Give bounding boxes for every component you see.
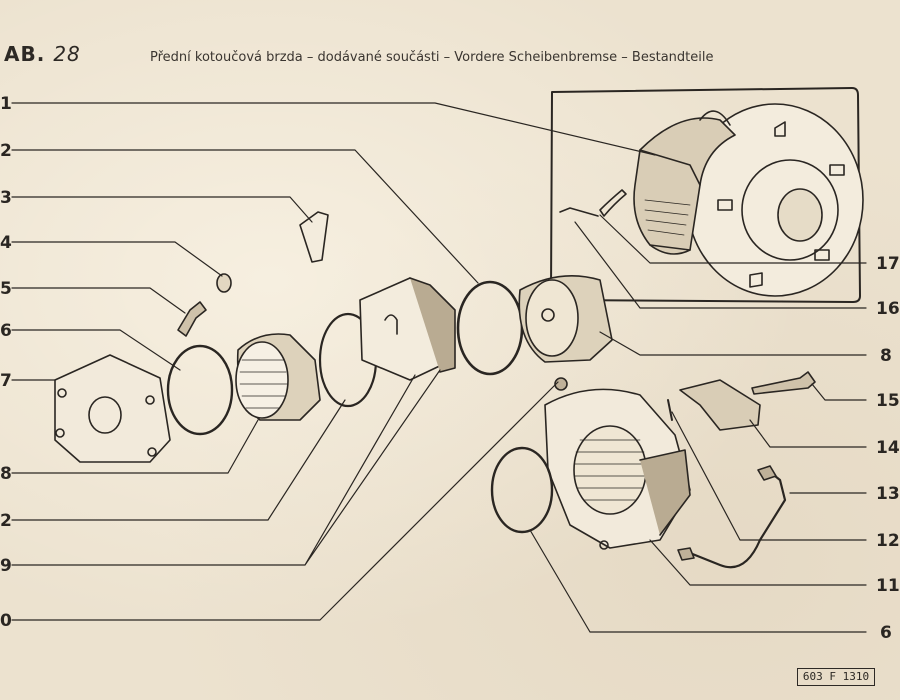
- callouts-right: 17 16 8 15 14 13 12 11 6: [876, 254, 900, 643]
- callout-1: 1: [0, 94, 12, 114]
- reference-code-box: 603 F 1310: [797, 668, 875, 686]
- hub-studs: [717, 121, 845, 288]
- part-clip: [299, 211, 329, 263]
- part-bleeder-screw: [177, 301, 207, 337]
- part-spring: [679, 379, 761, 431]
- assembly-inset: [550, 87, 864, 303]
- callout-5: 5: [0, 279, 12, 299]
- part-pin: [751, 371, 816, 395]
- page-caption: Přední kotoučová brzda – dodávané součás…: [150, 50, 714, 65]
- callout-17: 17: [876, 254, 900, 274]
- part-o-ring-right: [490, 446, 554, 534]
- callout-11: 11: [876, 576, 900, 596]
- part-retaining-pin: [667, 399, 673, 421]
- callout-8: 8: [0, 464, 12, 484]
- part-o-ring-left: [166, 344, 234, 436]
- part-bushing: [216, 273, 232, 293]
- callout-6-right: 6: [880, 623, 892, 643]
- callout-6: 6: [0, 321, 12, 341]
- callout-9: 9: [0, 556, 12, 576]
- caliper-hatching: [644, 199, 691, 236]
- part-pipe-fitting-top: [757, 465, 777, 481]
- plate-label-text: AB.: [4, 42, 46, 66]
- callout-7: 7: [0, 371, 12, 391]
- callout-2: 2: [0, 141, 12, 161]
- part-caliper-housing: [54, 354, 171, 463]
- callout-2b: 2: [0, 511, 12, 531]
- callout-13: 13: [876, 484, 900, 504]
- callout-0: 0: [0, 611, 12, 631]
- callout-15: 15: [876, 391, 900, 411]
- callouts-left: 1 2 3 4 5 6 7 8 2 9 0: [0, 94, 12, 631]
- part-brake-pipe: [688, 470, 787, 569]
- callout-14: 14: [876, 438, 900, 458]
- part-piston-right: [518, 275, 613, 363]
- part-pipe-fitting-bottom: [677, 547, 695, 561]
- callout-8-right: 8: [880, 346, 892, 366]
- leader-lines: [11, 102, 867, 633]
- part-seal-ring-right: [456, 280, 524, 376]
- plate-label: AB. 28: [4, 42, 81, 66]
- callout-4: 4: [0, 233, 12, 253]
- plate-number: 28: [53, 42, 81, 66]
- callout-3: 3: [0, 188, 12, 208]
- callout-16: 16: [876, 299, 900, 319]
- callout-12: 12: [876, 531, 900, 551]
- part-piston-left: [235, 333, 321, 421]
- part-caliper-housing-right: [544, 388, 691, 550]
- part-brake-pad: [359, 277, 456, 381]
- part-nut: [554, 377, 568, 391]
